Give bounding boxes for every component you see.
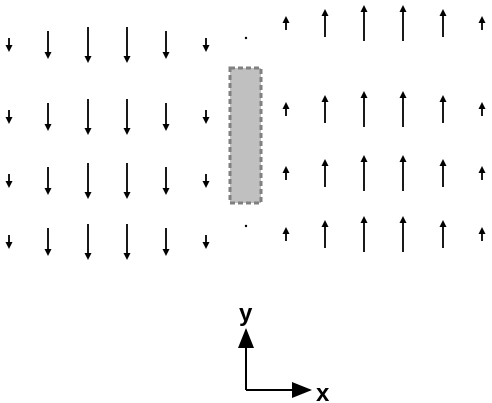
arrow-up-icon — [321, 9, 329, 37]
arrow-down-icon — [5, 174, 13, 188]
arrow-down-icon — [84, 163, 92, 199]
arrow-down-icon — [123, 27, 131, 63]
arrow-up-icon — [399, 91, 407, 127]
arrow-down-icon — [5, 38, 13, 52]
rectangle-block — [228, 66, 263, 205]
arrow-up-icon — [360, 5, 368, 41]
arrow-down-icon — [5, 235, 13, 249]
arrow-up-icon — [478, 166, 486, 180]
arrow-down-icon — [84, 99, 92, 135]
arrow-down-icon — [44, 31, 52, 59]
arrow-up-icon — [399, 155, 407, 191]
arrow-down-icon — [123, 163, 131, 199]
dot-icon — [244, 36, 248, 40]
arrow-down-icon — [202, 174, 210, 188]
arrow-up-icon — [282, 16, 290, 30]
arrow-down-icon — [84, 224, 92, 260]
arrow-up-icon — [282, 102, 290, 116]
coordinate-axes: y x — [238, 300, 330, 403]
y-axis-label: y — [239, 300, 253, 327]
arrow-down-icon — [44, 103, 52, 131]
arrow-up-icon — [478, 16, 486, 30]
arrow-down-icon — [162, 228, 170, 256]
arrow-down-icon — [162, 31, 170, 59]
arrow-up-icon — [439, 220, 447, 248]
arrow-down-icon — [84, 27, 92, 63]
arrow-up-icon — [360, 155, 368, 191]
arrow-down-icon — [162, 103, 170, 131]
dot-icon — [244, 224, 248, 228]
arrow-down-icon — [44, 167, 52, 195]
arrow-up-icon — [360, 216, 368, 252]
arrow-up-icon — [282, 166, 290, 180]
arrow-up-icon — [282, 227, 290, 241]
arrow-up-icon — [399, 216, 407, 252]
arrow-up-icon — [439, 159, 447, 187]
x-axis-label: x — [316, 380, 330, 403]
left-arrow-field — [5, 27, 210, 260]
arrow-up-icon — [478, 102, 486, 116]
arrow-up-icon — [399, 5, 407, 41]
arrow-up-icon — [439, 9, 447, 37]
arrow-down-icon — [44, 228, 52, 256]
arrow-up-icon — [321, 95, 329, 123]
arrow-up-icon — [478, 227, 486, 241]
arrow-down-icon — [162, 167, 170, 195]
arrow-down-icon — [202, 38, 210, 52]
right-arrow-field — [282, 5, 486, 252]
arrow-down-icon — [123, 99, 131, 135]
arrow-down-icon — [202, 110, 210, 124]
arrow-up-icon — [360, 91, 368, 127]
arrow-up-icon — [439, 95, 447, 123]
arrow-up-icon — [321, 159, 329, 187]
arrow-down-icon — [5, 110, 13, 124]
arrow-down-icon — [123, 224, 131, 260]
arrow-up-icon — [321, 220, 329, 248]
arrow-down-icon — [202, 235, 210, 249]
